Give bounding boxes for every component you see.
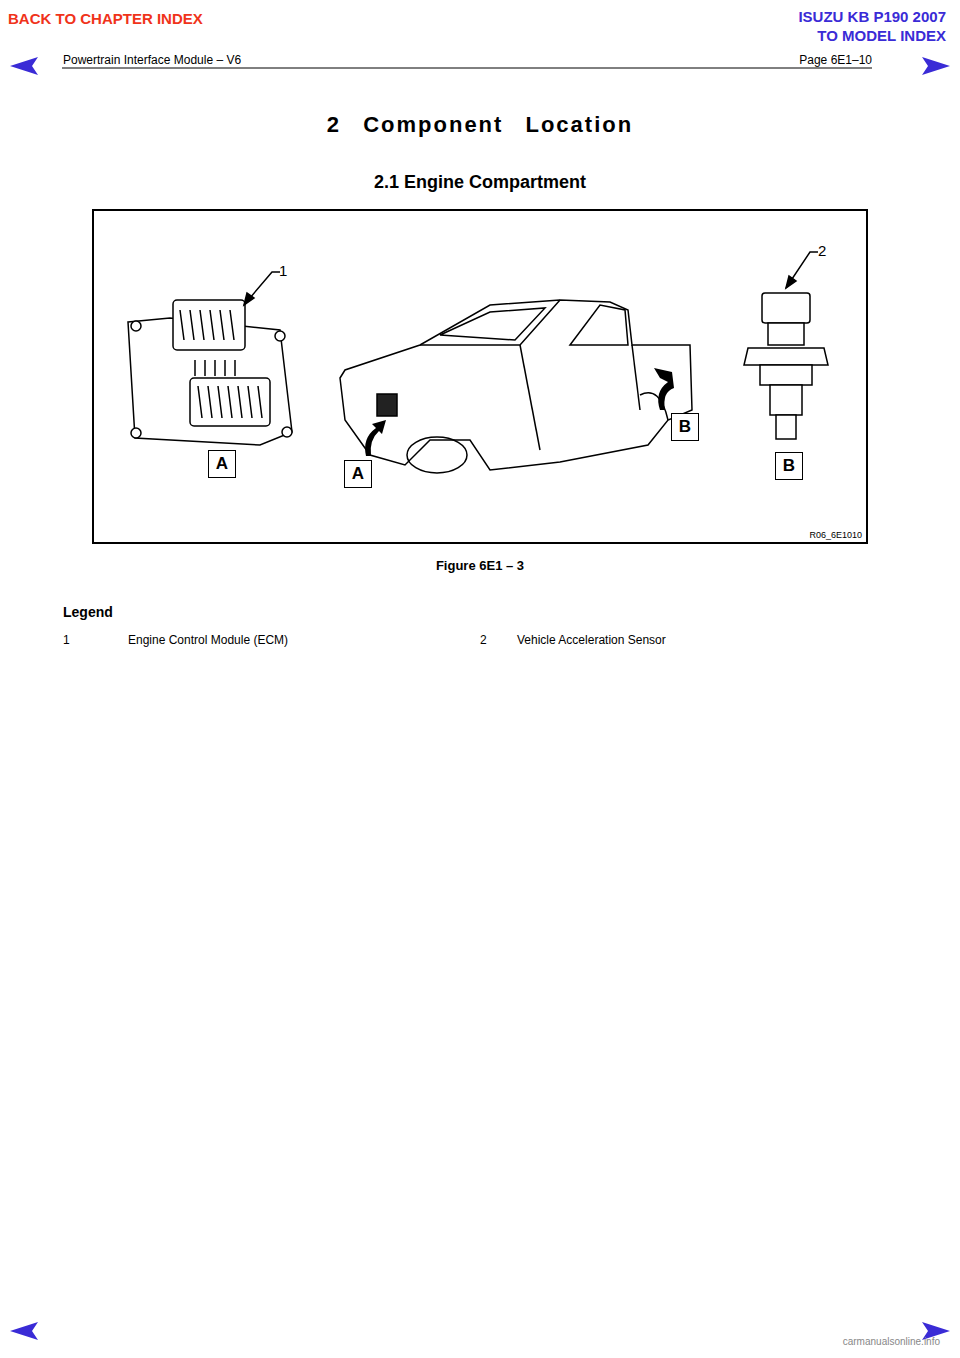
running-header: Powertrain Interface Module – V6 <box>63 53 241 67</box>
callout-number: 2 <box>480 633 487 647</box>
location-arrows <box>365 368 674 456</box>
location-letter-box: B <box>775 452 803 480</box>
sensor-drawing <box>744 293 828 439</box>
callout-number: 1 <box>63 633 70 647</box>
watermark: carmanualsonline.info <box>843 1336 940 1347</box>
location-letter: B <box>679 417 691 437</box>
location-letter-box: A <box>208 450 236 478</box>
location-letter-box: A <box>344 460 372 488</box>
model-title: ISUZU KB P190 2007 <box>798 8 946 25</box>
nav-arrow <box>10 57 38 75</box>
leader-lines <box>244 252 818 305</box>
nav-link: BACK TO CHAPTER INDEX <box>8 10 203 27</box>
nav-arrow <box>922 57 950 75</box>
location-letter: B <box>783 456 795 476</box>
location-letter-box: B <box>671 413 699 441</box>
header-rule <box>62 68 872 69</box>
page-number: Page 6E1–10 <box>799 53 872 67</box>
legend-heading: Legend <box>63 604 113 620</box>
ecm-drawing <box>128 300 292 445</box>
page-title: 2 Component Location <box>327 112 633 138</box>
figure-frame <box>93 210 867 543</box>
callout-number: 2 <box>818 242 826 259</box>
location-letter: A <box>352 464 364 484</box>
legend-entry: Engine Control Module (ECM) <box>128 633 288 647</box>
truck-drawing <box>340 300 692 473</box>
location-letter: A <box>216 454 228 474</box>
nav-arrow <box>10 1322 38 1340</box>
figure-caption: Figure 6E1 – 3 <box>436 558 524 573</box>
figure-code: R06_6E1010 <box>809 530 862 540</box>
section-heading: 2.1 Engine Compartment <box>374 172 586 193</box>
legend-entry: Vehicle Acceleration Sensor <box>517 633 666 647</box>
nav-link: TO MODEL INDEX <box>817 27 946 44</box>
callout-number: 1 <box>279 262 287 279</box>
